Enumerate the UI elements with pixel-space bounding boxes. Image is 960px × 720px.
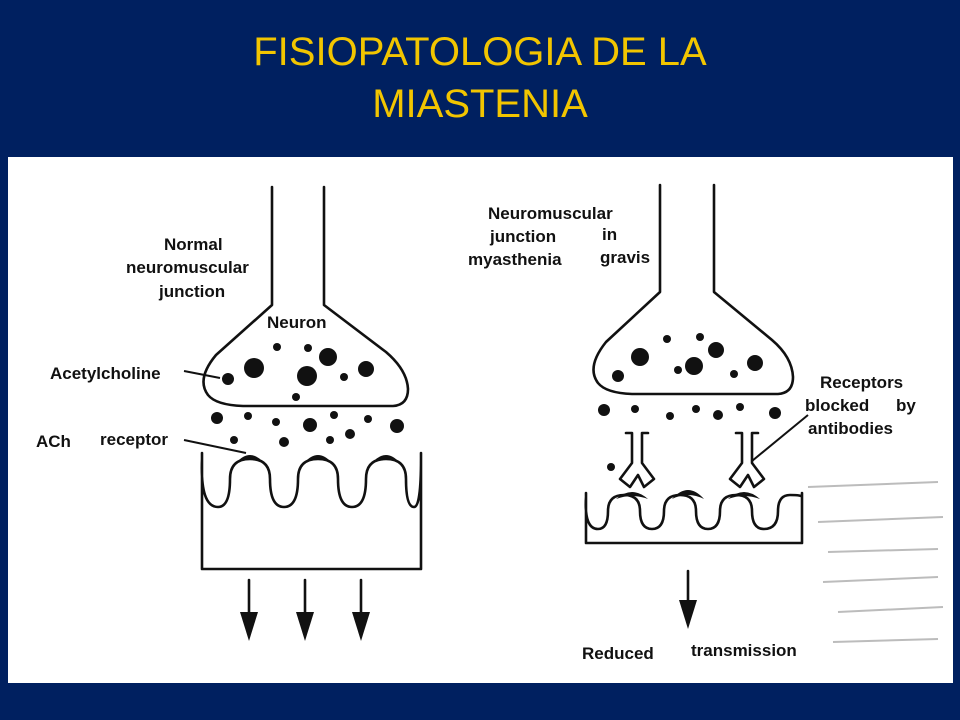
diagram-figure: Normal neuromuscular junction Neuron Ace… <box>8 157 953 683</box>
mg-heading-line-3: in <box>602 225 617 244</box>
neuromuscular-junction-diagram: Normal neuromuscular junction Neuron Ace… <box>36 183 944 663</box>
title-line-2: MIASTENIA <box>372 82 588 126</box>
title-line-1: FISIOPATOLOGIA DE LA <box>253 30 707 74</box>
normal-heading-line-3: junction <box>158 282 225 301</box>
normal-junction: Normal neuromuscular junction Neuron Ace… <box>36 185 423 641</box>
antibodies <box>618 431 766 489</box>
mg-neuron-terminal <box>592 183 795 396</box>
blocked-label-line-1: Receptors <box>820 373 903 392</box>
mg-released-ach <box>598 403 781 471</box>
transmission-label: transmission <box>691 641 797 660</box>
normal-neuron-terminal <box>202 185 410 408</box>
normal-released-ach <box>211 411 404 447</box>
normal-vesicles <box>222 343 374 401</box>
normal-heading-line-2: neuromuscular <box>126 258 249 277</box>
mg-heading-line-4: myasthenia <box>468 250 562 269</box>
acetylcholine-label: Acetylcholine <box>50 364 161 383</box>
mg-transmission-arrow <box>679 569 697 629</box>
slide-title: FISIOPATOLOGIA DE LA MIASTENIA <box>0 26 960 130</box>
blocked-label-line-3: by <box>896 396 916 415</box>
mg-heading-line-1: Neuromuscular <box>488 204 613 223</box>
blocked-label-line-2: blocked <box>805 396 869 415</box>
blocked-label-line-4: antibodies <box>808 419 893 438</box>
mg-vesicles <box>612 333 763 382</box>
normal-receptors <box>236 455 400 463</box>
acetylcholine-pointer <box>183 370 221 379</box>
neuron-label: Neuron <box>267 313 327 332</box>
mg-receptors <box>616 490 760 499</box>
receptor-label: receptor <box>100 430 168 449</box>
normal-transmission-arrows <box>240 578 370 641</box>
normal-heading-line-1: Normal <box>164 235 223 254</box>
normal-muscle-membrane <box>200 451 423 571</box>
myasthenia-junction: Neuromuscular junction in myasthenia gra… <box>468 183 916 663</box>
mg-heading-line-5: gravis <box>600 248 650 267</box>
receptor-pointer <box>183 439 247 454</box>
reduced-label: Reduced <box>582 644 654 663</box>
ach-label: ACh <box>36 432 71 451</box>
blocked-pointer <box>751 414 809 462</box>
background-scan-text <box>807 481 944 643</box>
mg-muscle-membrane <box>584 491 804 545</box>
mg-heading-line-2: junction <box>489 227 556 246</box>
